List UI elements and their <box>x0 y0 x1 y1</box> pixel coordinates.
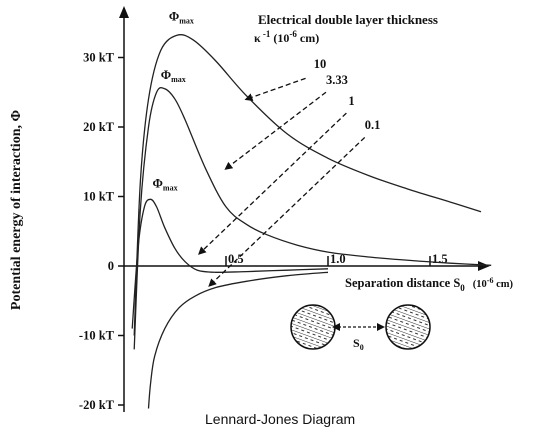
phi-max-label: Φmax <box>153 176 178 192</box>
x-tick-label: 1.0 <box>330 252 346 266</box>
y-tick-label: 20 kT <box>83 120 115 134</box>
callout-label: 3.33 <box>326 73 348 87</box>
callout-label: 1 <box>348 94 354 108</box>
y-axis-arrow <box>119 6 129 18</box>
y-tick-label: 0 <box>108 259 114 273</box>
y-axis-label: Potential energy of interaction, Φ <box>9 110 24 311</box>
legend-title: Electrical double layer thickness <box>258 12 438 27</box>
series-curve-0-1 <box>147 271 329 409</box>
callout-arrow <box>208 136 366 287</box>
y-tick-label: -20 kT <box>79 398 115 412</box>
callout-arrows: 10 3.331 0.1 <box>198 57 381 287</box>
series-curve-3-33 <box>133 87 492 350</box>
callout-label: 0.1 <box>365 118 381 132</box>
y-ticks: 30 kT 20 kT 10 kT 0 -10 kT -20 kT <box>79 51 124 412</box>
series-curves <box>131 34 492 409</box>
legend-subtitle: κ -1 (10-6 cm) <box>254 29 319 45</box>
separation-label: S0 <box>353 336 364 352</box>
particle-left <box>290 304 336 350</box>
x-axis-label: Separation distance S0(10-6 cm) <box>345 276 514 293</box>
phi-max-label: Φmax <box>161 68 186 84</box>
chart-caption: Lennard-Jones Diagram <box>205 411 355 427</box>
phi-max-label: Φmax <box>169 10 194 26</box>
y-tick-label: -10 kT <box>79 329 115 343</box>
particle-inset: S0 <box>290 304 431 352</box>
axes <box>119 6 490 412</box>
series-curve-10 <box>133 34 482 336</box>
callout-arrow <box>244 77 306 101</box>
x-tick-label: 0.5 <box>228 252 244 266</box>
particle-right <box>385 304 431 350</box>
x-axis-arrow <box>478 261 490 271</box>
callout-label: 10 <box>314 57 327 71</box>
x-tick-label: 1.5 <box>432 252 448 266</box>
series-curve-1 <box>131 198 329 329</box>
y-tick-label: 30 kT <box>83 51 115 65</box>
callout-arrow <box>198 112 347 255</box>
callout-arrow <box>224 91 327 170</box>
x-ticks: 0.5 1.0 1.5 <box>225 252 448 266</box>
y-tick-label: 10 kT <box>83 190 115 204</box>
